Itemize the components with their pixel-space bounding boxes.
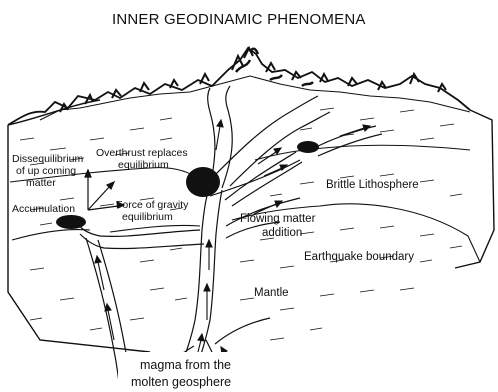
earthquake-boundary-label: Earthquake boundary [304, 251, 414, 263]
overthrust-label: Overthrust replaces equilibrium [96, 147, 188, 171]
overthrust-line-2: equilibrium [118, 159, 169, 171]
magma-line-2: molten geosphere [131, 375, 231, 389]
flowing-matter-label: Flowing matter addition [240, 213, 316, 239]
disequilibrium-line-3: matter [26, 177, 56, 189]
mountain-surface [8, 48, 470, 125]
overthrust-line-1: Overthrust replaces [96, 147, 188, 159]
brittle-lithosphere-label: Brittle Lithosphere [326, 179, 419, 191]
disequilibrium-line-2: of up coming [16, 165, 76, 177]
upper-chamber [297, 141, 319, 153]
flowing-matter-line-1: Flowing matter [240, 213, 316, 225]
central-chamber [186, 167, 220, 197]
magma-channels [78, 86, 382, 392]
force-of-gravity-line-1: Force of gravity [116, 199, 189, 211]
accumulation-chamber [56, 215, 86, 229]
mantle-label: Mantle [254, 287, 289, 299]
disequilibrium-line-1: Dissequilibrium [12, 153, 83, 165]
accumulation-label: Accumulation [12, 203, 75, 215]
disequilibrium-label: Dissequilibrium of up coming matter [12, 153, 83, 189]
diagram-title: INNER GEODINAMIC PHENOMENA [112, 11, 366, 28]
flowing-matter-line-2: addition [262, 227, 302, 239]
force-of-gravity-label: Force of gravity equilibrium [116, 199, 189, 223]
magma-line-1: magma from the [140, 358, 231, 372]
force-of-gravity-line-2: equilibrium [122, 211, 173, 223]
magma-label: magma from the molten geosphere [118, 352, 290, 392]
